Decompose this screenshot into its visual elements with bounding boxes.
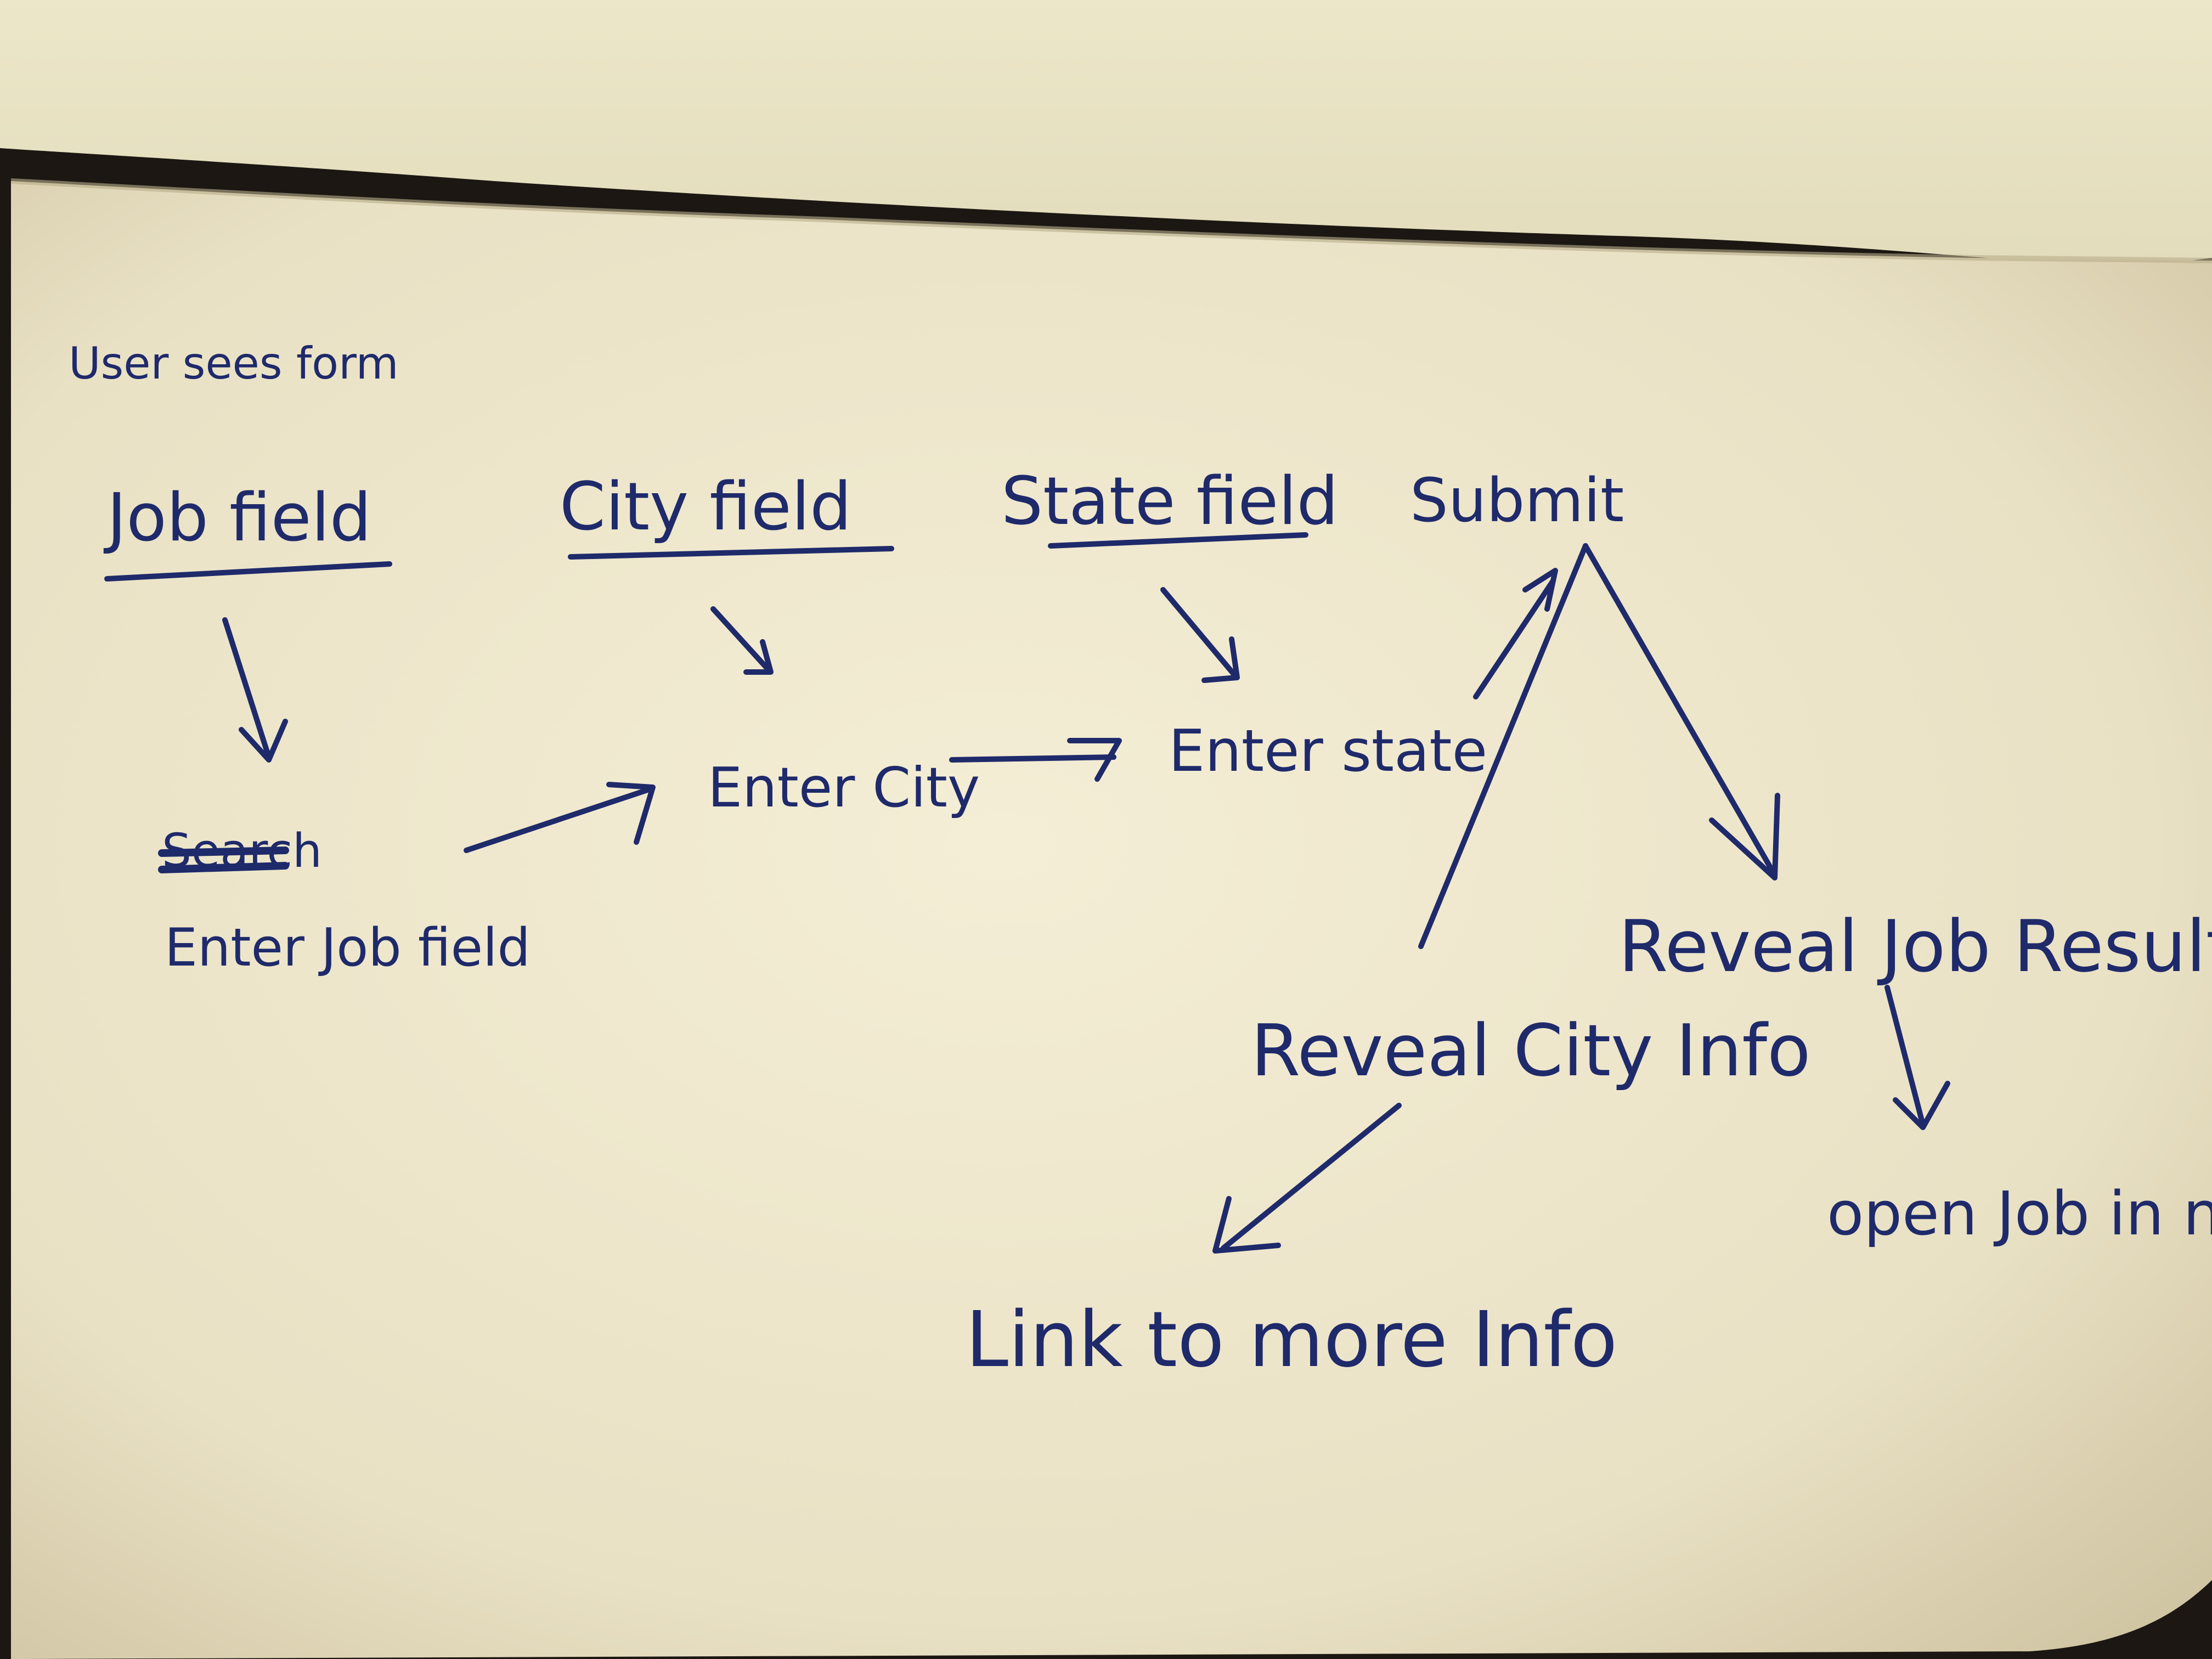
enter-job-field: Enter Job field (165, 918, 531, 978)
open-job-new-tab: open Job in new tab (1827, 1178, 2212, 1249)
state-field-label: State field (1001, 464, 1339, 540)
field-state: State field (1001, 464, 1339, 549)
arrow-job-down (222, 617, 288, 763)
state-field-underline (1048, 532, 1308, 549)
reveal-job-results: Reveal Job Results (1618, 905, 2212, 988)
arrow-state-to-submit (1473, 568, 1558, 699)
job-field-label: Job field (103, 480, 371, 556)
reveal-city-info: Reveal City Info (1251, 1009, 1811, 1092)
diagram-title: User sees form (69, 338, 399, 389)
job-field-underline (104, 561, 392, 582)
top-notebook-page (0, 0, 2212, 269)
enter-city: Enter City (708, 755, 980, 820)
page-fold-shadow (10, 178, 2212, 263)
arrow-job-results-to-open (1884, 985, 1950, 1130)
main-notebook-page (11, 181, 2212, 1659)
arrow-state-down (1160, 587, 1240, 683)
arrow-submit-to-job-results (1583, 543, 1780, 881)
link-to-more-info: Link to more Info (966, 1295, 1617, 1385)
enter-state: Enter state (1169, 718, 1487, 785)
city-field-underline (568, 546, 894, 560)
submit-label: Submit (1410, 465, 1624, 535)
arrow-city-to-state (949, 738, 1122, 782)
arrow-city-info-to-link (1212, 1103, 1402, 1254)
field-city: City field (560, 469, 894, 560)
city-field-label: City field (560, 469, 851, 545)
line-submit-to-city-info (1418, 543, 1588, 949)
arrow-job-to-city (464, 782, 656, 853)
crossed-out-word: Search (158, 824, 322, 878)
field-job: Job field (103, 480, 392, 582)
arrow-city-down (710, 606, 774, 675)
